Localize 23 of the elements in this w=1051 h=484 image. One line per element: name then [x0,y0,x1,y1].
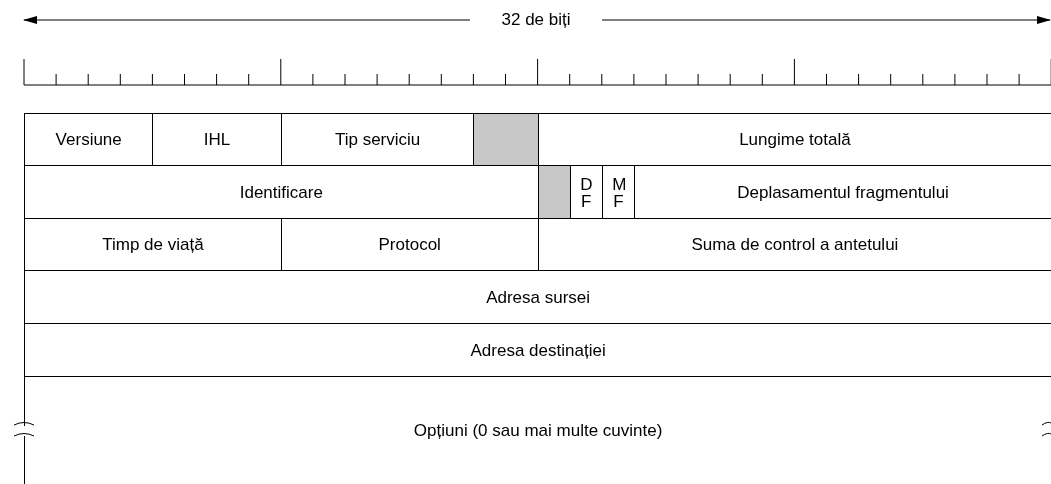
reserved-field [537,165,571,219]
reserved-field [473,113,539,166]
dimension-label: 32 de biți [500,9,572,31]
header-field [24,323,1051,377]
field-label: Identificare [239,182,323,203]
field-label: Adresa sursei [486,287,591,308]
header-field [24,218,282,271]
header-field [24,270,1051,324]
field-label: Lungime totală [739,130,851,150]
field-label: IHL [203,130,231,150]
field-label: Tip serviciu [334,130,421,150]
field-label: Timp de viață [102,235,204,255]
field-label: D F [580,175,593,210]
header-field [24,376,1051,484]
field-label: Opțiuni (0 sau mai multe cuvinte) [413,421,663,441]
field-label: Suma de control a antetului [691,235,899,255]
header-field [24,165,539,219]
field-label: Adresa destinației [470,340,606,361]
field-label: Protocol [378,235,441,255]
header-field [24,113,154,166]
field-label: M F [612,175,625,210]
field-label: Versiune [55,130,122,150]
field-label: Deplasamentul fragmentului [737,182,949,203]
